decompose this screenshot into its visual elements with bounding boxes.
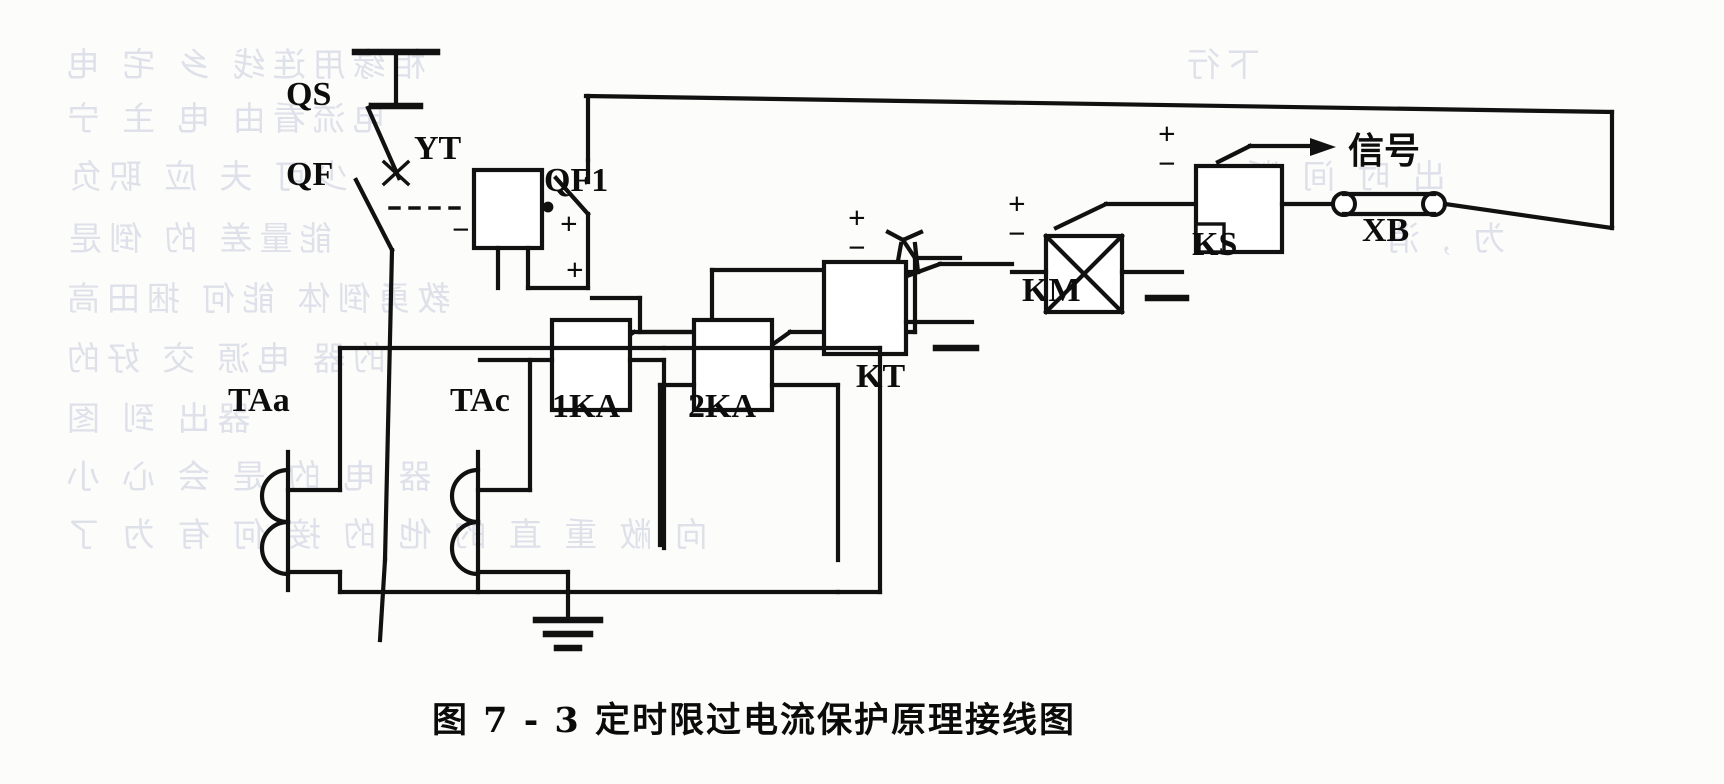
polarity-yt-minus: − xyxy=(452,212,470,247)
label-ka2: 2KA xyxy=(688,388,756,425)
label-signal: 信号 xyxy=(1348,130,1421,172)
figure-caption: 图 7 - 3 定时限过电流保护原理接线图 xyxy=(432,700,1076,741)
label-qf1: QF1 xyxy=(544,162,609,199)
ka2-coil-symbol xyxy=(657,317,841,563)
ct-secondary-bus xyxy=(337,345,883,595)
qf-breaker-symbol xyxy=(353,177,472,643)
polarity-kt-plus: + xyxy=(848,200,866,235)
qf1-auxiliary-contact-symbol xyxy=(553,93,591,217)
label-km: KM xyxy=(1022,272,1081,309)
tac-current-transformer-symbol xyxy=(449,357,571,595)
polarity-yt-plus: + xyxy=(560,206,578,241)
ks-coil-symbol xyxy=(1193,163,1333,255)
polarity-km-minus: − xyxy=(1008,216,1026,251)
label-xb: XB xyxy=(1362,212,1410,249)
qs-disconnector-symbol xyxy=(351,48,441,187)
taa-current-transformer-symbol xyxy=(259,345,343,595)
label-qf: QF xyxy=(286,156,334,193)
yt-trip-coil-symbol xyxy=(471,167,591,291)
label-ka1: 1KA xyxy=(552,388,620,425)
label-ks: KS xyxy=(1192,226,1238,263)
label-kt: KT xyxy=(856,358,906,395)
xb-link-terminal-symbol xyxy=(1331,191,1615,231)
positive-bus-top xyxy=(583,93,1615,231)
label-yt: YT xyxy=(414,130,462,167)
label-qs: QS xyxy=(286,76,332,113)
km-contact-symbol xyxy=(1053,201,1199,231)
polarity-ks-minus: − xyxy=(1158,146,1176,181)
polarity-kt-minus: − xyxy=(848,230,866,265)
km-coil-symbol xyxy=(1009,233,1190,315)
polarity-ks-plus: + xyxy=(1158,116,1176,151)
ka1-coil-symbol xyxy=(477,317,667,551)
ks-signal-contact-symbol xyxy=(1215,138,1336,165)
polarity-km-plus: + xyxy=(1008,186,1026,221)
earth-ground-symbol xyxy=(532,589,604,652)
label-tac: TAc xyxy=(450,382,510,419)
label-taa: TAa xyxy=(228,382,290,419)
kt-coil-symbol xyxy=(821,259,980,357)
polarity-ka-plus: + xyxy=(566,252,584,287)
